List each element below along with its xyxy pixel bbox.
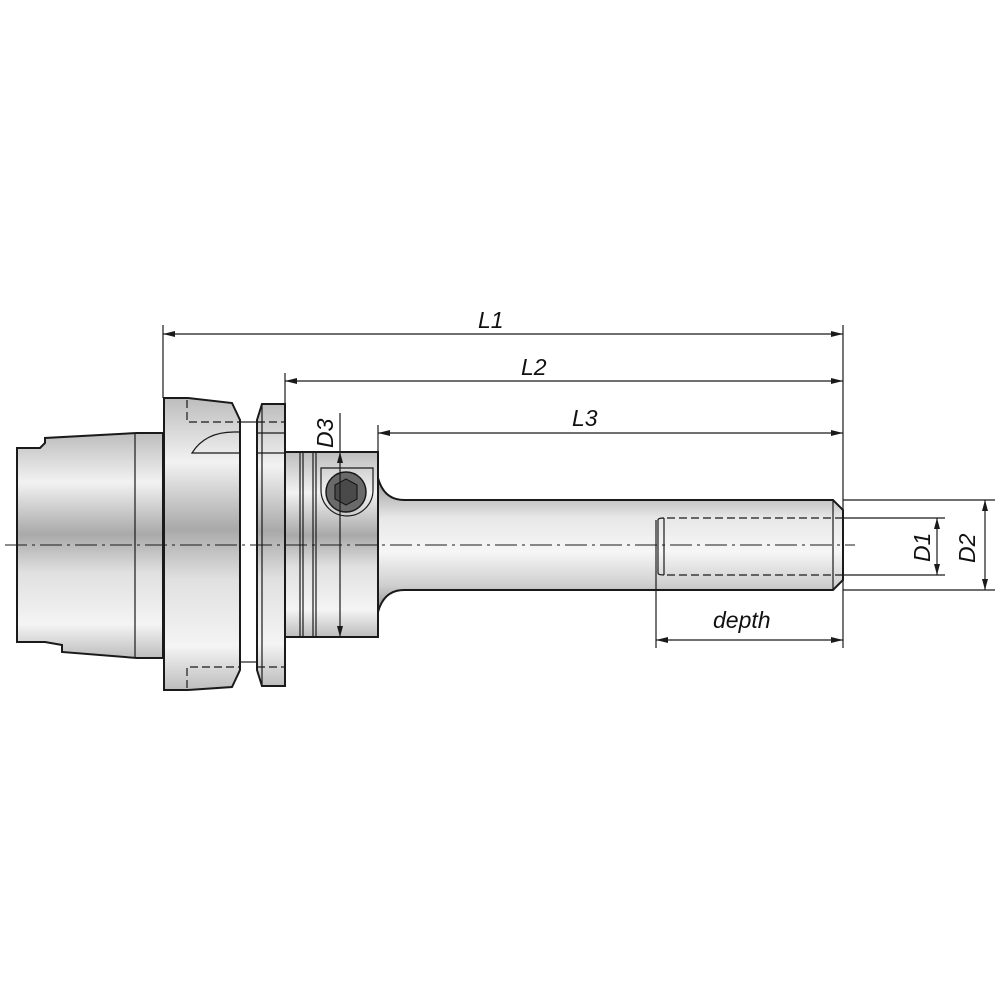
- label-d3: D3: [312, 418, 338, 448]
- dimension-l3: L3: [378, 405, 843, 436]
- dimension-d2: D2: [954, 500, 988, 590]
- dimension-l1: L1: [163, 307, 843, 337]
- dimension-l2: L2: [285, 354, 843, 384]
- dimension-depth: depth: [656, 607, 843, 643]
- label-depth: depth: [713, 607, 771, 633]
- label-d2: D2: [954, 533, 980, 563]
- label-d1: D1: [909, 533, 935, 562]
- dimension-d1: D1: [909, 518, 940, 575]
- dimension-d3: D3: [312, 413, 343, 637]
- extension-lines: [162, 325, 995, 648]
- flange-groove: [239, 421, 258, 663]
- flange: [163, 397, 241, 691]
- label-l1: L1: [478, 307, 504, 333]
- label-l3: L3: [572, 405, 598, 431]
- label-l2: L2: [521, 354, 547, 380]
